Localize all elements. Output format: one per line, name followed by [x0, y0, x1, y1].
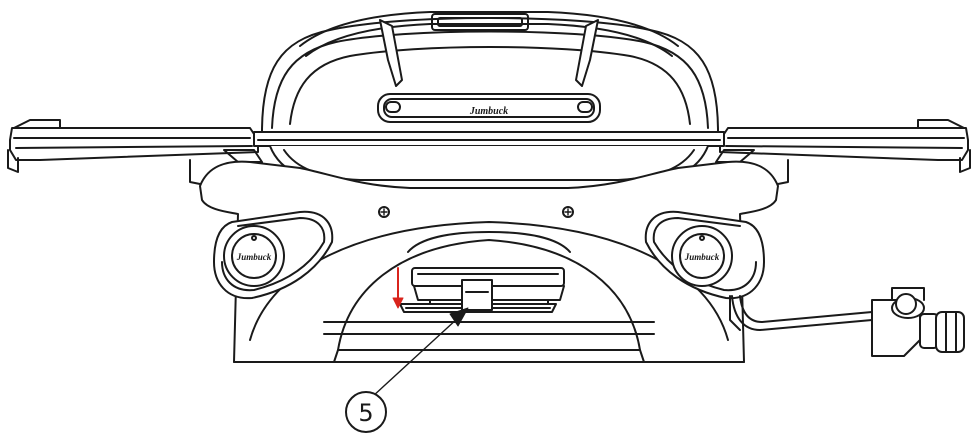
- right-knob-logo: Jumbuck: [684, 252, 720, 262]
- lid-logo: Jumbuck: [469, 106, 508, 117]
- right-side-shelf: [719, 119, 971, 185]
- callout-circle: [345, 391, 387, 433]
- gas-regulator: [729, 287, 965, 357]
- callout-leader: [359, 307, 469, 409]
- left-knob-logo: Jumbuck: [236, 252, 272, 262]
- callout-number: 5: [358, 399, 373, 427]
- grill-lid: [253, 11, 725, 147]
- drip-tray: [323, 279, 655, 335]
- down-arrow-indicator: [392, 267, 404, 309]
- grill-stand: [199, 160, 779, 363]
